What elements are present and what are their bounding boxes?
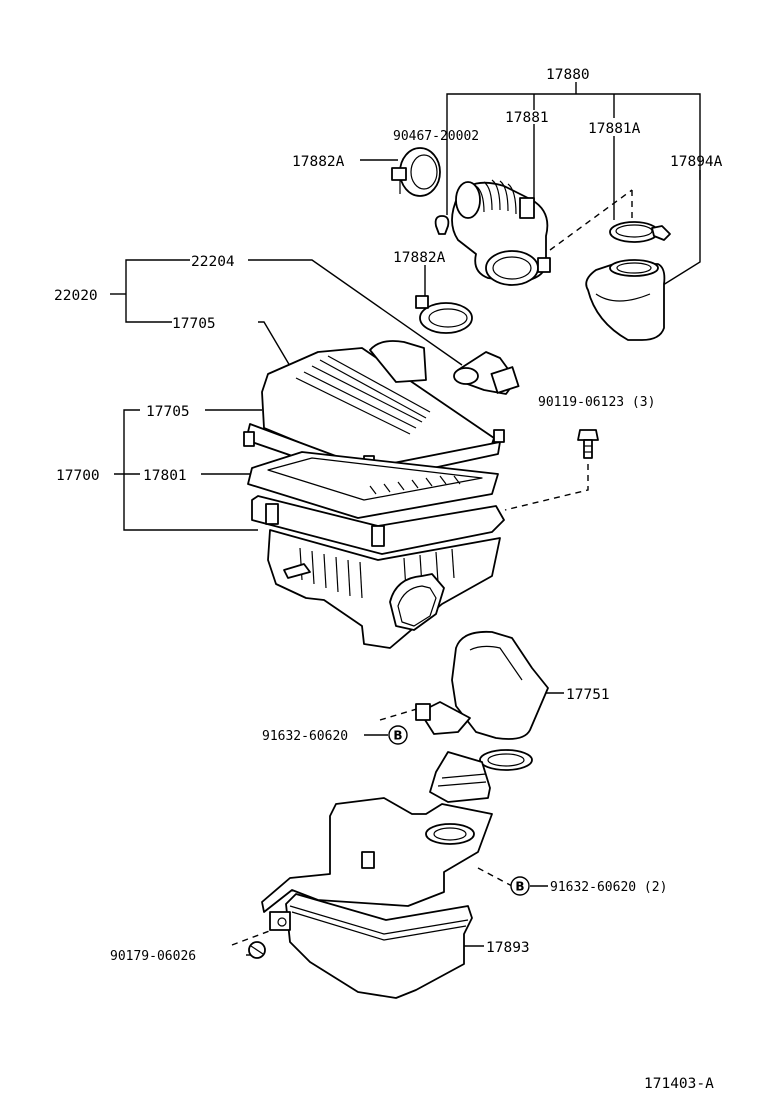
hose-clamp-17882a-top	[391, 147, 441, 197]
label-17700: 17700	[56, 468, 100, 484]
intake-hose-17881	[451, 179, 551, 286]
label-17705-top: 17705	[172, 316, 216, 332]
label-17882a-top: 17882A	[292, 154, 345, 170]
filter-pleats	[369, 475, 461, 495]
label-90119-06123: 90119-06123 (3)	[538, 395, 655, 410]
bolt-90119-06123	[577, 429, 599, 459]
air-cleaner-case-17705	[251, 495, 505, 649]
label-17882a-mid: 17882A	[393, 250, 446, 266]
hose-clamp-17882a-mid	[415, 295, 473, 334]
case-clips	[265, 503, 385, 547]
cap-ribs	[295, 355, 431, 435]
label-17880: 17880	[546, 67, 590, 83]
resonator-17893	[261, 797, 493, 999]
label-90467-20002: 90467-20002	[393, 129, 479, 144]
svg-text:B: B	[393, 729, 402, 743]
label-22204: 22204	[191, 254, 235, 270]
clip-90467-20002	[434, 215, 450, 235]
intake-duct-17751	[415, 630, 549, 803]
label-17881a: 17881A	[588, 121, 641, 137]
resonator-17894a	[585, 259, 666, 341]
label-90179-06026: 90179-06026	[110, 949, 196, 964]
label-91632-60620-b: 91632-60620 (2)	[550, 880, 667, 895]
clip-90179-06026	[248, 941, 266, 959]
label-17751: 17751	[566, 687, 610, 703]
callout-b-right: B	[510, 876, 530, 896]
hose-clamp-17881a	[609, 221, 671, 243]
callout-b-left: B	[388, 725, 408, 745]
label-17893: 17893	[486, 940, 530, 956]
label-17705-mid: 17705	[146, 404, 190, 420]
label-17801: 17801	[143, 468, 187, 484]
label-17894a: 17894A	[670, 154, 723, 170]
airflow-sensor-22204	[453, 351, 520, 395]
part-labels: 17880 17881 17881A 90467-20002 17882A 17…	[54, 67, 723, 1092]
label-17881: 17881	[505, 110, 549, 126]
filter-element-17801	[247, 451, 499, 519]
label-22020: 22020	[54, 288, 98, 304]
drawing-number: 171403-A	[644, 1076, 714, 1092]
label-91632-60620-a: 91632-60620	[262, 729, 348, 744]
svg-text:B: B	[515, 880, 524, 894]
